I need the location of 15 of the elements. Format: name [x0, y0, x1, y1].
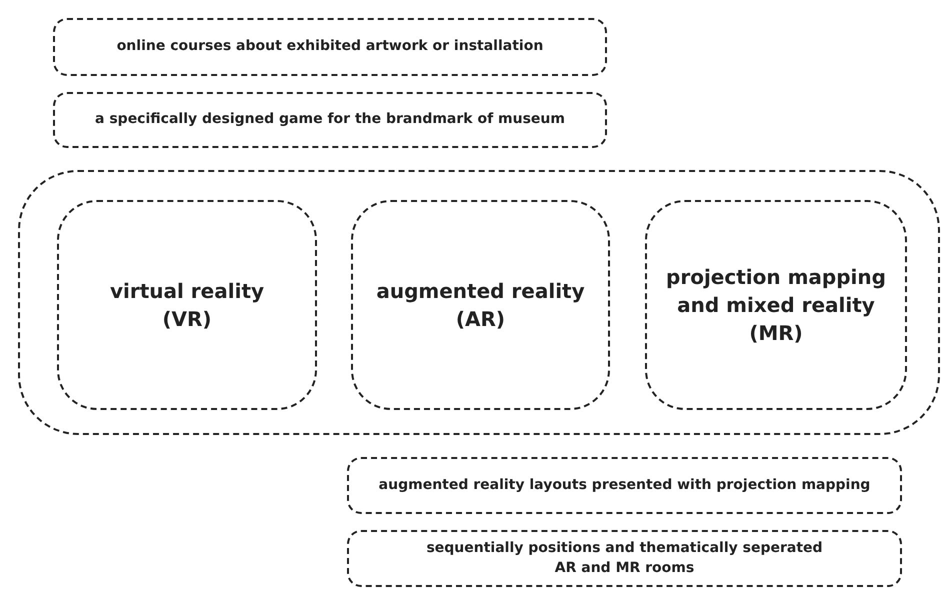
box-label: projection mapping and mixed reality (MR)	[666, 264, 886, 347]
box-label: virtual reality (VR)	[108, 278, 266, 333]
dashed-box	[347, 530, 902, 587]
dashed-box	[53, 18, 607, 76]
dashed-box	[347, 457, 902, 514]
box-label: online courses about exhibited artwork or installation	[116, 37, 544, 56]
box-label: a specifically designed game for the brandmark of museum	[95, 110, 565, 130]
dashed-box	[53, 92, 607, 148]
box-label: augmented reality (AR)	[375, 278, 586, 333]
dashed-group-box	[18, 170, 940, 435]
box-label: sequentially positions and thematically seperated AR and MR rooms	[425, 538, 824, 578]
dashed-box	[351, 200, 610, 410]
dashed-box	[645, 200, 907, 410]
box-label: augmented reality layouts presented with projection mapping	[378, 476, 870, 495]
dashed-box	[57, 200, 317, 410]
